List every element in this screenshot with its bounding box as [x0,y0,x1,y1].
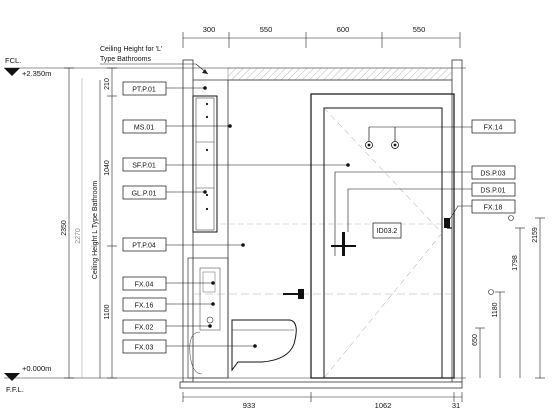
tag-pt-p-01: PT.P.01 [122,81,207,96]
ceiling-height-vertical-label: Ceiling Height L Type Bathroom [92,181,99,280]
bottom-dim-label: 933 [243,401,256,410]
bottom-dimension-string: 933 1062 31 [182,392,463,410]
right-tag-column: FX.14 DS.P.03 DS.P.01 FX.18 [334,119,516,256]
tag-label: PT.P.04 [132,243,156,250]
wall-fixtures [283,218,452,299]
bottom-dim-label: 1062 [375,401,392,410]
tag-ms-01: MS.01 [122,119,232,134]
tag-fx-14: FX.14 [369,119,516,134]
tag-fx-16: FX.16 [122,297,215,312]
tag-sf-p-01: SF.P.01 [122,157,350,172]
tag-fx-03: FX.03 [122,339,257,354]
tag-gl-p-01: GL.P.01 [122,185,207,200]
tag-fx-02: FX.02 [122,319,212,334]
top-dim-label: 300 [203,25,216,34]
dim-1180: 1180 [492,302,499,317]
tag-label: DS.P.01 [480,188,505,195]
dim-1040: 1040 [104,160,111,176]
tag-label: GL.P.01 [132,191,157,198]
tag-label: FX.14 [484,125,503,132]
left-tag-column: PT.P.01 MS.01 SF.P.01 GL.P.01 PT.P.04 FX… [122,81,350,354]
ffl-value: +0.000m [22,364,51,373]
tag-ds-p-03: DS.P.03 [334,165,516,256]
tag-fx-04: FX.04 [122,276,215,291]
fcl-value: +2.350m [22,69,51,78]
tag-label: DS.P.03 [480,171,505,178]
right-dimension-strings: 2159 1798 1180 650 [472,215,545,379]
tag-label: FX.04 [135,282,154,289]
tag-label: FX.16 [135,303,154,310]
tag-label: FX.03 [135,345,154,352]
dim-1100: 1100 [104,304,111,319]
top-dim-label: 600 [337,25,350,34]
mirror-cabinet [192,95,218,233]
door-elevation: ID03.2 [310,93,455,379]
dim-210: 210 [104,78,111,90]
bottom-dim-label: 31 [452,401,460,410]
tag-label: FX.18 [484,205,503,212]
tag-pt-p-04: PT.P.04 [122,237,245,252]
top-dimension-string: 300 550 600 550 [182,25,461,48]
tag-label: MS.01 [134,125,154,132]
tag-label: PT.P.01 [132,87,156,94]
ffl-level-marker: +0.000m F.F.L. [4,364,466,394]
dim-2270: 2270 [75,228,82,244]
tag-label: FX.02 [135,325,154,332]
fcl-label: FCL. [5,56,21,65]
dim-1798: 1798 [512,255,519,271]
tag-fx-18: FX.18 [447,199,516,223]
dim-2350: 2350 [61,220,68,236]
ceiling-height-note: Ceiling Height for 'L' Type Bathrooms [100,46,209,75]
wall-envelope [179,59,463,389]
door-tag-label: ID03.2 [377,228,398,235]
dim-650: 650 [472,334,479,346]
tag-ds-p-01: DS.P.01 [347,182,516,232]
toilet-and-cistern [187,257,297,379]
top-dim-label: 550 [260,25,273,34]
shower-heads [365,127,399,149]
top-dim-label: 550 [413,25,426,34]
dim-2159: 2159 [532,227,539,243]
ceiling-note-line2: Type Bathrooms [100,56,151,63]
ceiling-note-line1: Ceiling Height for 'L' [100,46,162,53]
ffl-label: F.F.L. [6,385,24,394]
tag-label: SF.P.01 [132,163,156,170]
left-dimension-strings: 2350 2270 Ceiling Height L Type Bathroom… [61,67,117,379]
